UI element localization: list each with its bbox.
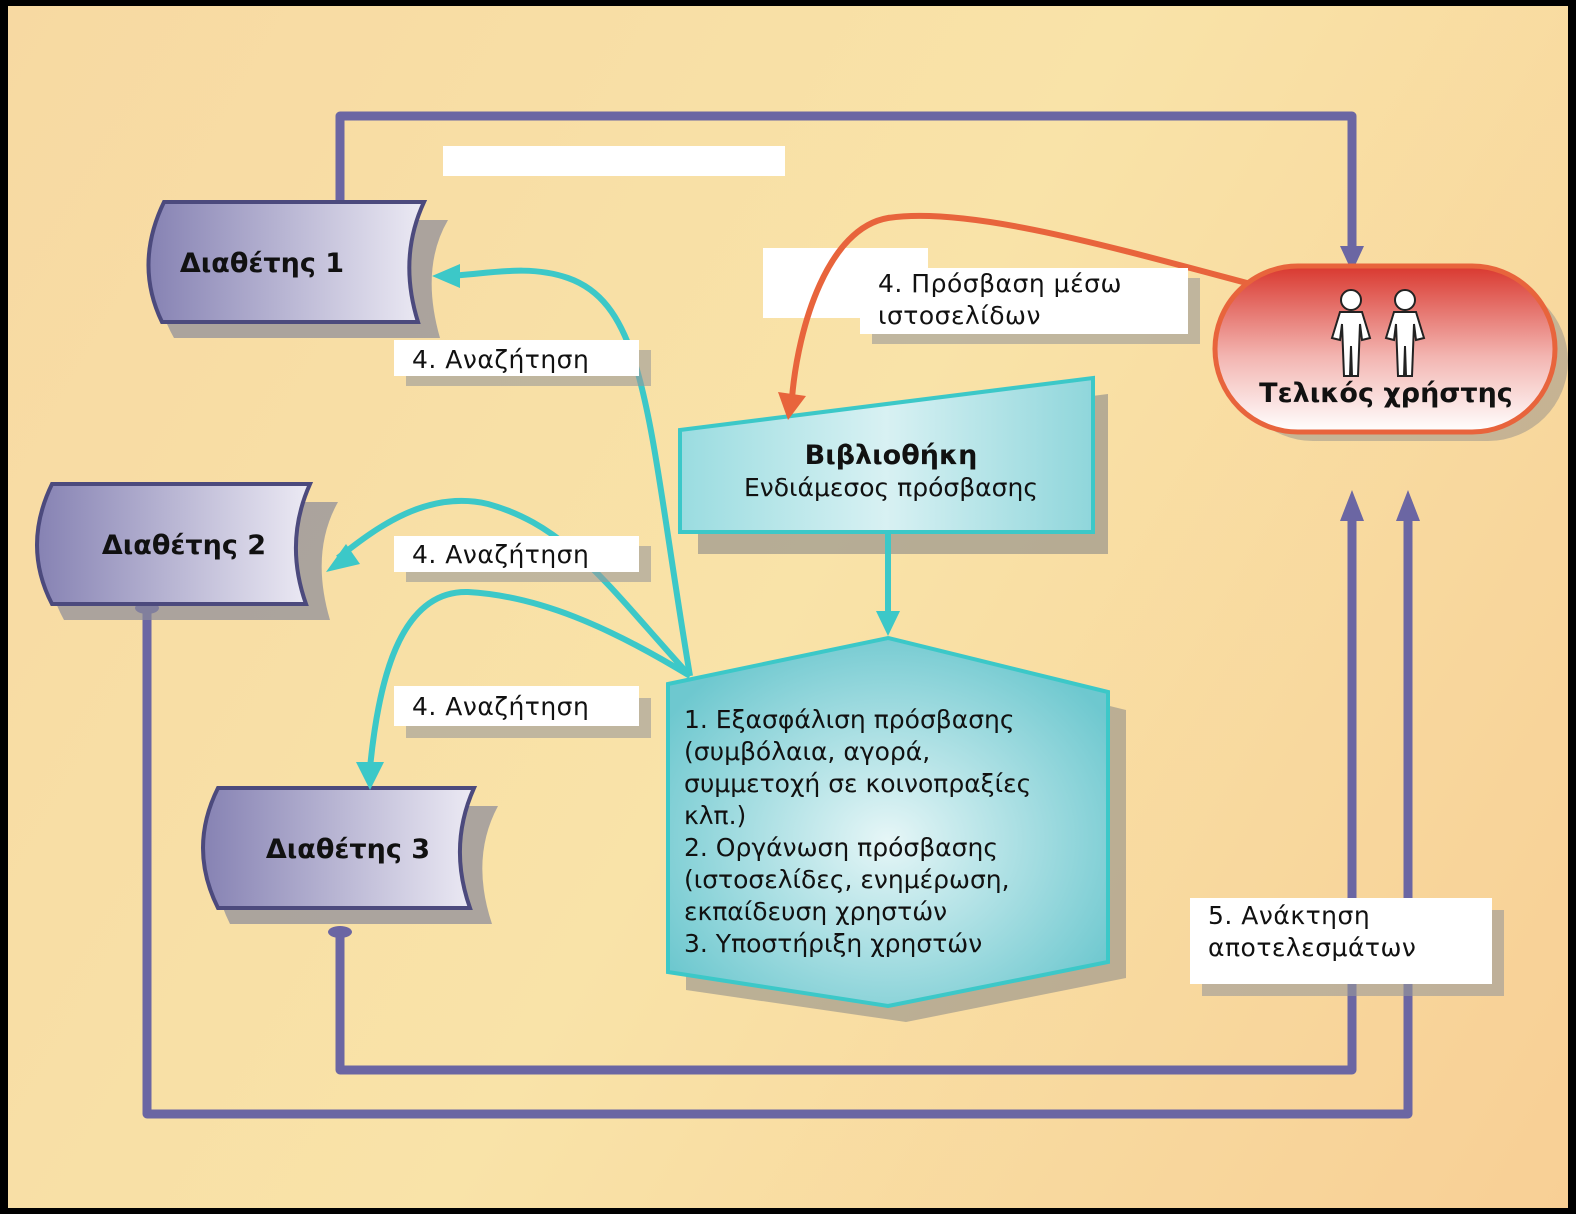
- web-access-label: 4. Πρόσβαση μέσω ιστοσελίδων: [860, 268, 1200, 344]
- services-text: 1. Εξασφάλιση πρόσβασης (συμβόλαια, αγορά…: [684, 705, 1031, 958]
- web-access-label-line-2: ιστοσελίδων: [878, 301, 1041, 330]
- provider-1-label: Διαθέτης 1: [180, 248, 344, 279]
- services-line: εκπαίδευση χρηστών: [684, 897, 947, 926]
- retrieval-label-line-2: αποτελεσμάτων: [1208, 933, 1416, 962]
- services-line: (συμβόλαια, αγορά,: [684, 737, 930, 766]
- provider-1[interactable]: Διαθέτης 1: [146, 200, 448, 338]
- services-line: κλπ.): [684, 801, 746, 830]
- two-people-icon: [1330, 289, 1426, 377]
- flow-diagram: Διαθέτης 1 Διαθέτης 2 Διαθέτης 3 Βιβλιοθ…: [35, 111, 1568, 1119]
- blank-box-top: [443, 146, 785, 176]
- provider-3-label: Διαθέτης 3: [266, 834, 430, 865]
- search-label-3-text: 4. Αναζήτηση: [412, 692, 589, 721]
- retrieval-label: 5. Ανάκτηση αποτελεσμάτων: [1190, 898, 1504, 996]
- services-line: (ιστοσελίδες, ενημέρωση,: [684, 865, 1010, 894]
- search-label-3: 4. Αναζήτηση: [394, 686, 651, 738]
- diagram-canvas: Διαθέτης 1 Διαθέτης 2 Διαθέτης 3 Βιβλιοθ…: [8, 6, 1568, 1208]
- services-line: 2. Οργάνωση πρόσβασης: [684, 833, 998, 862]
- search-arrows: [326, 264, 693, 790]
- search-label-2-text: 4. Αναζήτηση: [412, 540, 589, 569]
- web-access-label-line-1: 4. Πρόσβαση μέσω: [878, 269, 1122, 298]
- search-label-1-text: 4. Αναζήτηση: [412, 345, 589, 374]
- library-box[interactable]: Βιβλιοθήκη Ενδιάμεσος πρόσβασης: [678, 375, 1108, 554]
- web-access-arrow: [778, 212, 1259, 420]
- services-line: 3. Υποστήριξη χρηστών: [684, 929, 982, 958]
- provider-3[interactable]: Διαθέτης 3: [201, 786, 498, 924]
- retrieval-label-line-1: 5. Ανάκτηση: [1208, 901, 1370, 930]
- library-to-services-arrow: [876, 534, 900, 636]
- services-box[interactable]: 1. Εξασφάλιση πρόσβασης (συμβόλαια, αγορά…: [666, 635, 1126, 1022]
- library-title: Βιβλιοθήκη: [805, 440, 978, 471]
- search-label-2: 4. Αναζήτηση: [394, 536, 651, 582]
- services-line: 1. Εξασφάλιση πρόσβασης: [684, 705, 1015, 734]
- provider-3-to-user-connector: [328, 490, 1364, 1075]
- end-user[interactable]: Τελικός χρήστης: [1212, 263, 1568, 441]
- provider-2[interactable]: Διαθέτης 2: [35, 482, 338, 620]
- provider-2-label: Διαθέτης 2: [102, 530, 266, 561]
- library-subtitle: Ενδιάμεσος πρόσβασης: [744, 473, 1038, 502]
- search-label-1: 4. Αναζήτηση: [394, 340, 651, 386]
- end-user-label: Τελικός χρήστης: [1259, 378, 1513, 409]
- services-line: συμμετοχή σε κοινοπραξίες: [684, 769, 1031, 798]
